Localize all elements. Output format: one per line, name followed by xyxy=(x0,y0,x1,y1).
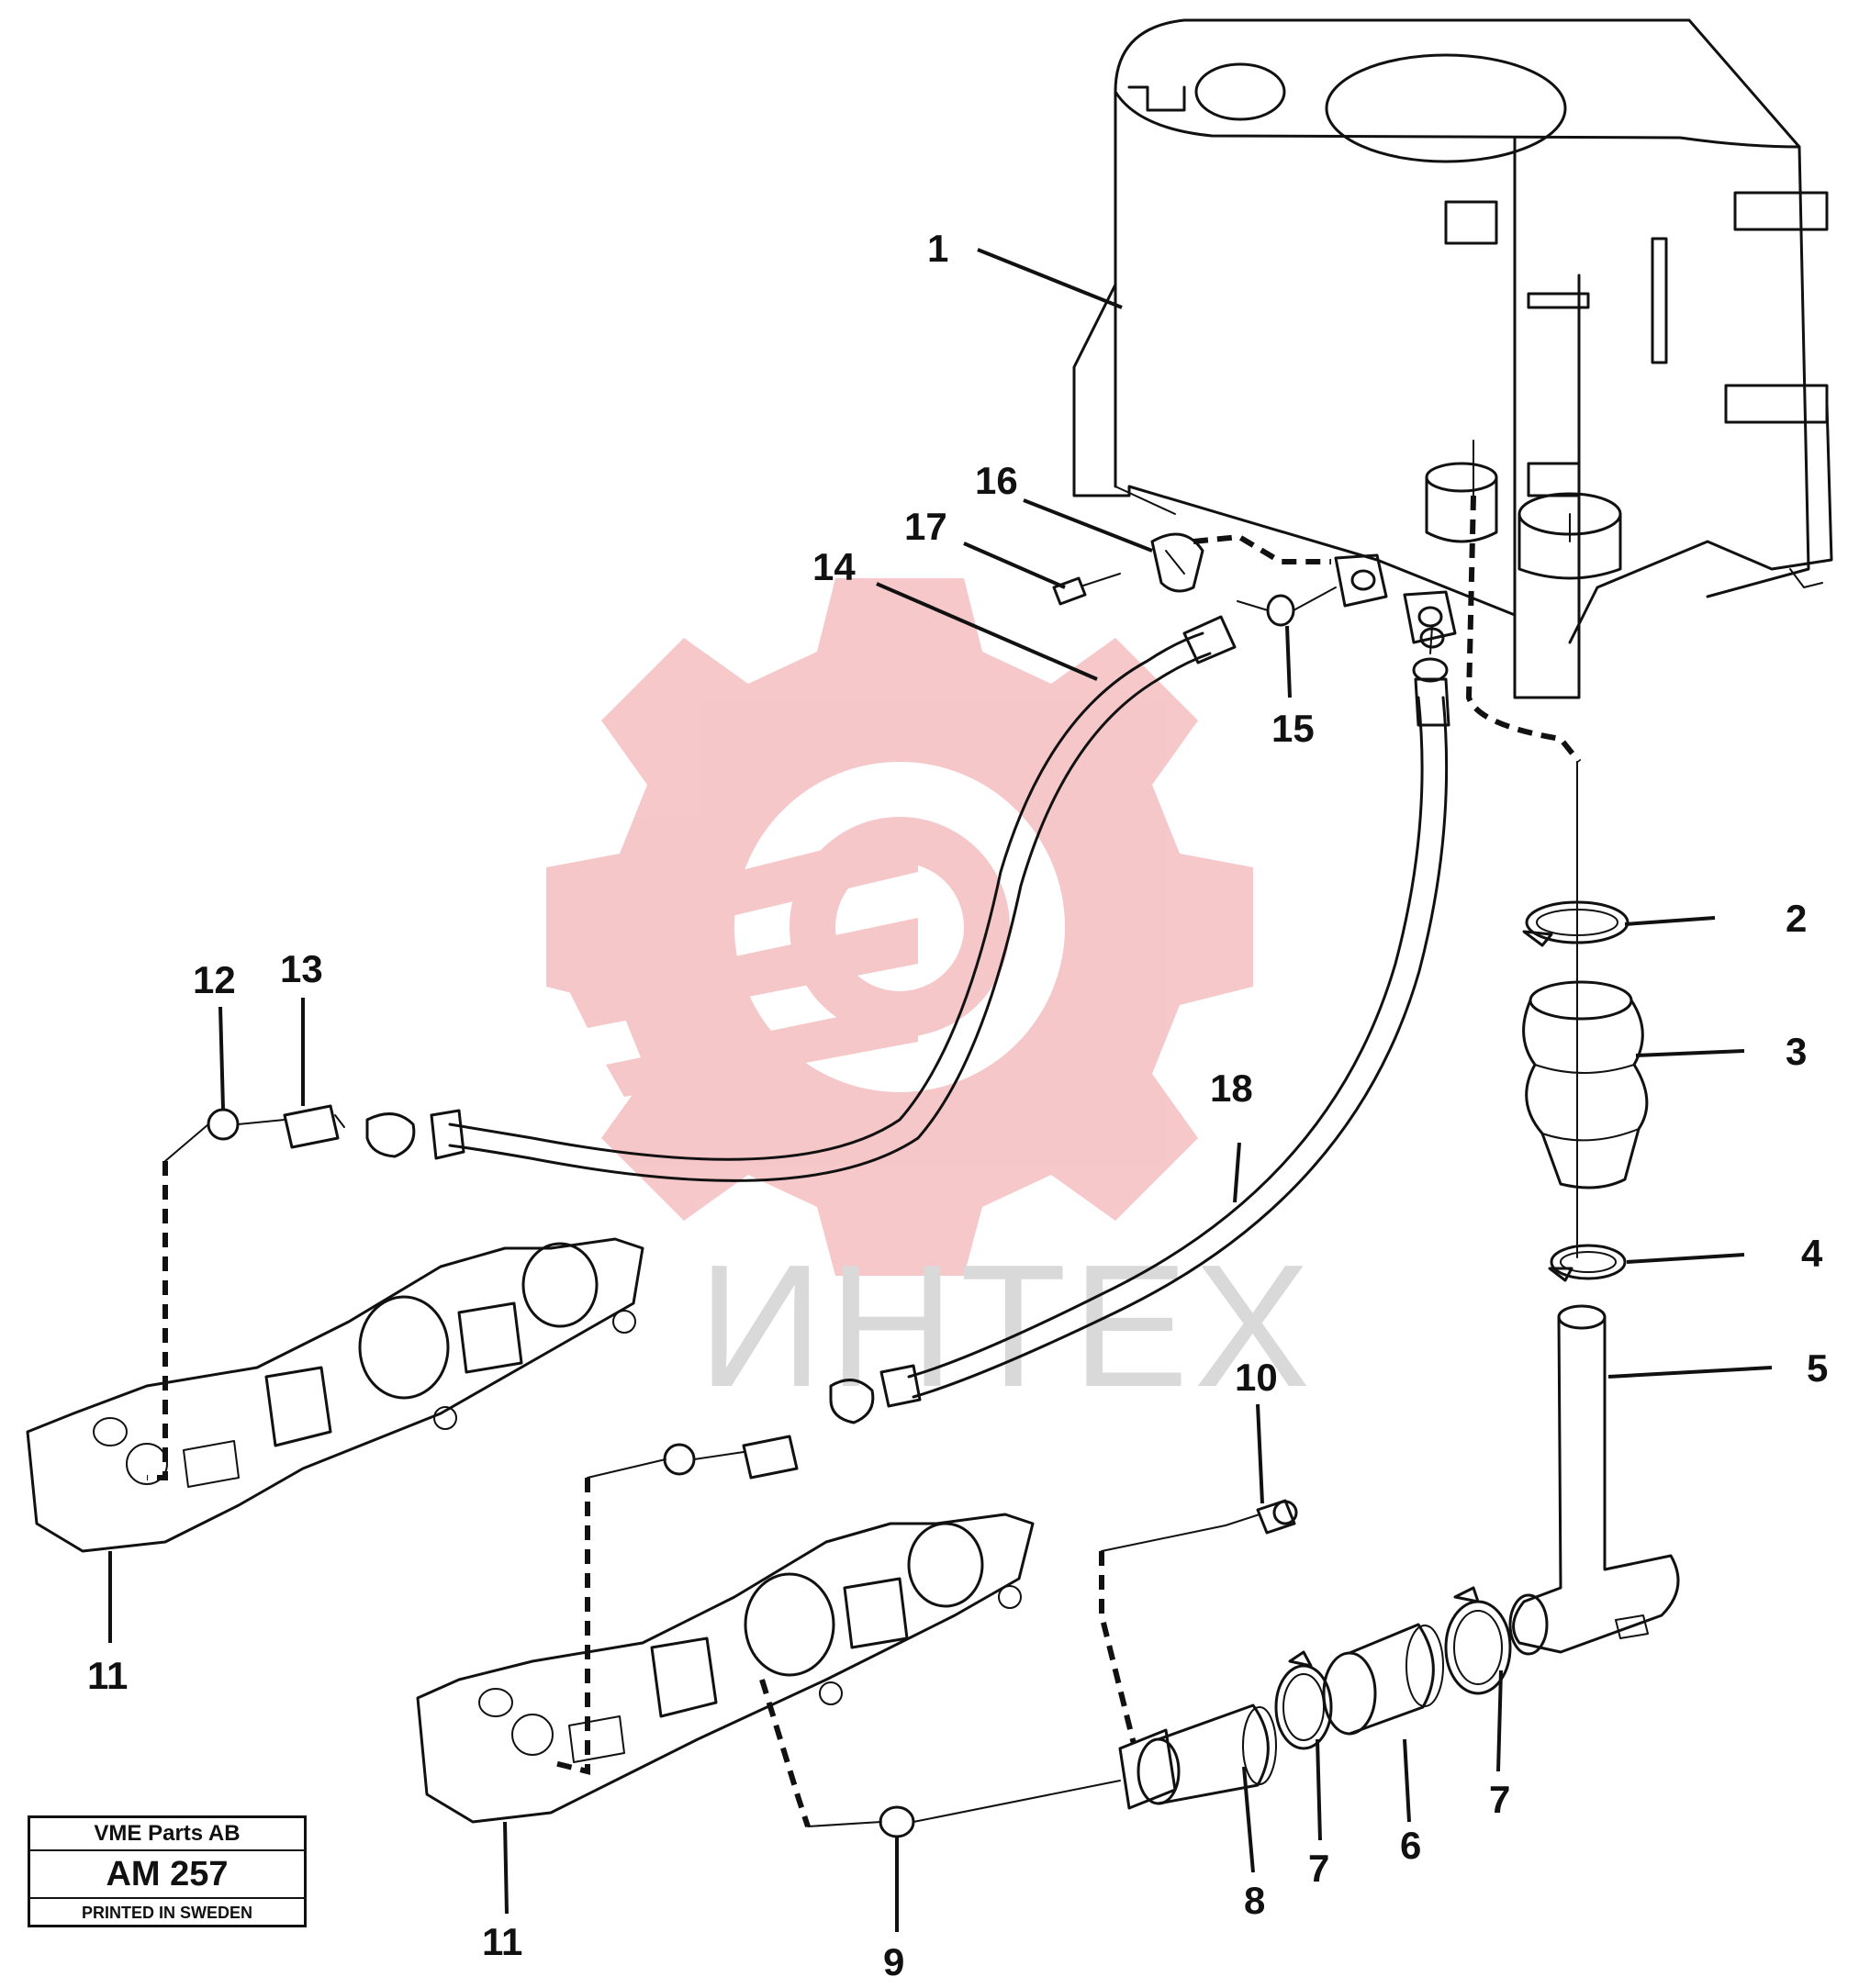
callout-8: 8 xyxy=(1244,1879,1265,1922)
clamp-7-right xyxy=(1444,1586,1512,1695)
callout-1: 1 xyxy=(927,227,948,270)
callout-11-upper: 11 xyxy=(87,1654,128,1697)
pump-assembly-11-lower xyxy=(416,1513,1035,1824)
callout-3: 3 xyxy=(1786,1030,1807,1073)
hose-clamp-16 xyxy=(1150,532,1204,593)
callout-7-right: 7 xyxy=(1489,1778,1510,1821)
title-block-drawing-code: AM 257 xyxy=(30,1851,304,1899)
callout-16: 16 xyxy=(975,459,1018,502)
title-block-company: VME Parts AB xyxy=(30,1818,304,1851)
callout-13: 13 xyxy=(280,947,323,990)
callout-4: 4 xyxy=(1801,1232,1823,1275)
o-ring-9 xyxy=(879,1805,915,1838)
callout-12: 12 xyxy=(193,958,236,1001)
clamp-4 xyxy=(1548,1244,1627,1282)
callout-9: 9 xyxy=(883,1940,904,1983)
tank-outlet-flanges xyxy=(1334,553,1457,644)
pipe-8 xyxy=(1118,1703,1277,1810)
callout-14: 14 xyxy=(812,545,856,588)
callout-10: 10 xyxy=(1235,1356,1278,1399)
callout-2: 2 xyxy=(1786,897,1807,940)
title-block: VME Parts AB AM 257 PRINTED IN SWEDEN xyxy=(28,1815,307,1927)
callout-17: 17 xyxy=(904,505,947,548)
callout-labels: 1 2 3 4 5 6 7 7 8 9 10 11 11 12 13 14 15… xyxy=(87,227,1828,1983)
callout-6: 6 xyxy=(1400,1824,1421,1867)
o-ring-15 xyxy=(1266,594,1295,627)
title-block-printed-note: PRINTED IN SWEDEN xyxy=(81,1904,252,1922)
callout-18: 18 xyxy=(1210,1067,1253,1110)
callout-15: 15 xyxy=(1271,707,1315,750)
nipple-lower xyxy=(742,1435,799,1480)
watermark-text: ИНТЕХ xyxy=(698,1229,1316,1424)
hose-6 xyxy=(1322,1623,1444,1736)
o-ring-12 xyxy=(207,1108,240,1141)
screw-17 xyxy=(1052,573,1121,606)
leader-lines xyxy=(108,248,1773,1932)
screw-10 xyxy=(1225,1499,1298,1535)
pump-assembly-11-upper xyxy=(26,1237,644,1553)
watermark: ИНТЕХ xyxy=(546,578,1316,1424)
clamp-7-left xyxy=(1274,1650,1333,1750)
suction-pipe-5 xyxy=(1508,1304,1680,1656)
callout-11-lower: 11 xyxy=(482,1920,522,1963)
nipple-13 xyxy=(283,1104,345,1149)
hose-14 xyxy=(365,615,1237,1182)
callout-5: 5 xyxy=(1807,1346,1828,1390)
hydraulic-tank xyxy=(1072,18,1833,699)
rubber-bellows-3 xyxy=(1522,980,1649,1189)
hose-18 xyxy=(829,627,1450,1424)
o-ring-lower xyxy=(663,1443,696,1476)
watermark-gear-icon xyxy=(546,578,1253,1276)
callout-7-left: 7 xyxy=(1308,1847,1329,1890)
clamp-2 xyxy=(1522,900,1629,947)
assembly-dashed-lines xyxy=(147,440,1582,1827)
